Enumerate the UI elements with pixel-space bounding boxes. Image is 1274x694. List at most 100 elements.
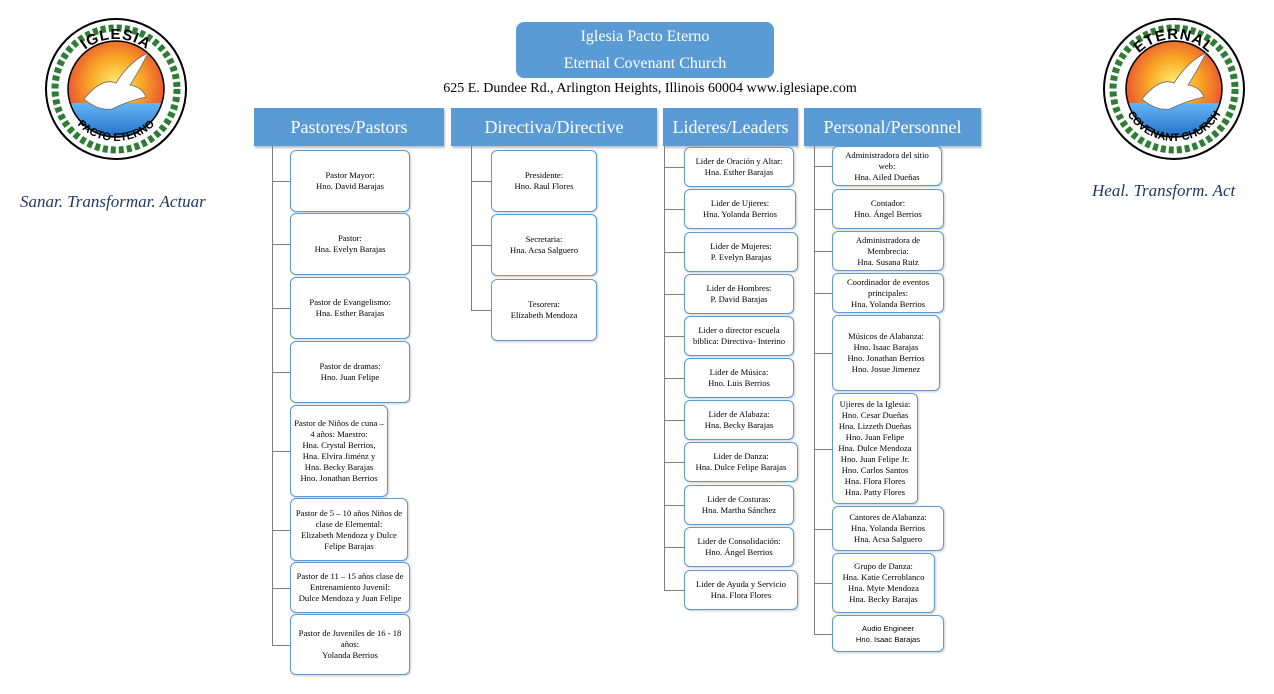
connector-stub [664,420,684,421]
connector-stub [664,167,684,168]
connector-stub [814,633,832,635]
connector-stub [272,529,290,531]
role-title: Lider de Ayuda y Servicio [696,579,786,589]
role-person: Hno. Jonathan Berrios [300,473,378,483]
eternal-covenant-logo: ETERNAL COVENANT CHURCH [1103,18,1245,160]
role-title: Lider de Música: [709,367,769,377]
role-title: Grupo de Danza: [854,561,913,571]
role-title: Coordinador de eventos [846,276,930,287]
dove-icon [83,52,149,110]
role-person: Hno. Luis Berrios [708,378,770,388]
header-directive: Directiva/Directive [451,108,657,146]
role-person: Hno. Carlos Santos [841,465,909,475]
role-person: Hna. Elvira Jiménz y [302,451,376,461]
connector-stub [664,378,684,379]
role-person: Hno. Ángel Berrios [854,209,922,219]
role-person: Dulce Mendoza y Juan Felipe [298,593,402,603]
role-title: Lider de Oración y Altar: [695,156,783,166]
role-title: Pastor de Juveniles de 16 - 18 [298,628,402,638]
connector-rail [664,146,665,590]
church-title-es: Iglesia Pacto Eterno [580,28,710,45]
role-title: Lider o director escuela [698,325,780,335]
role-person: P. Evelyn Barajas [710,252,772,262]
role-box: Pastor de Evangelismo:Hna. Esther Baraja… [290,277,410,339]
connector-stub [272,308,290,309]
role-person: Hno. Ángel Berrios [705,547,773,557]
role-title: Administradora del sitio web: [845,149,929,171]
church-title-box: Iglesia Pacto Eterno Eternal Covenant Ch… [516,22,774,78]
connector-stub [664,336,684,337]
connector-stub [272,587,290,589]
connector-stub [814,353,832,354]
role-person: Hna. Esther Barajas [704,167,774,177]
role-box: Lider de Alabaza:Hna. Becky Barajas [684,400,794,440]
role-person: Hno. Juan Felipe [845,432,905,442]
role-box: Administradora del sitio web:Hna. Ailed … [832,146,942,186]
connector-stub [272,181,290,182]
role-person: biblica: Directiva- Interino [692,336,786,346]
role-title: Pastor de Evangelismo: [309,297,391,307]
header-pastors: Pastores/Pastors [254,108,444,146]
role-person: Hna. Flora Flores [844,476,906,486]
role-title: Cantores de Alabanza: [849,512,927,522]
role-title: Pastor de 11 – 15 años clase de [296,571,404,581]
role-person: P. David Barajas [710,294,768,304]
connector-stub [814,448,832,450]
role-box: Secretaria:Hna. Acsa Salguero [491,214,597,276]
iglesia-logo: IGLESIA PACTO ETERNO [45,18,187,160]
role-person: Hno. David Barajas [315,181,385,191]
role-box: Lider de Hombres:P. David Barajas [684,274,794,314]
role-box: Presidente:Hno. Raul Flores [491,150,597,212]
role-person: Membrecia: [867,245,909,256]
role-title: Pastor de dramas: [319,361,381,371]
connector-stub [272,644,290,646]
role-title: Lider de Hombres: [706,283,772,293]
role-person: Hna. Myte Mendoza [848,583,919,593]
connector-stub [814,528,832,530]
role-box: Lider de Ujieres:Hna. Yolanda Berrios [684,189,796,229]
connector-stub [664,294,684,295]
role-person: principales: [867,287,909,298]
role-person: Hna. Flora Flores [710,590,772,600]
role-title: Pastor: [338,233,362,243]
role-person: Hno. Cesar Dueñas [841,410,909,420]
role-title: Audio Engineer [862,623,914,633]
role-person: Hna. Yolanda Berrios [851,523,925,533]
role-box: Lider de Mujeres:P. Evelyn Barajas [684,232,798,272]
header-leaders: Lideres/Leaders [663,108,798,146]
role-box: Lider de Música:Hno. Luis Berrios [684,358,794,398]
church-title-en: Eternal Covenant Church [563,55,727,72]
role-person: Hna. Martha Sánchez [701,505,777,515]
role-person: Hna. Dulce Felipe Barajas [695,462,787,472]
role-person: Hna. Becky Barajas [704,420,774,430]
role-person: Hna. Acsa Salguero [853,534,922,544]
role-box: Lider de Oración y Altar:Hna. Esther Bar… [684,147,794,187]
connector-stub [814,251,832,252]
role-title: Pastor de 5 – 10 años Niños de [295,507,403,518]
role-person: Hno. Josue Jimenez [851,364,921,374]
role-person: Elizabeth Mendoza y Dulce [301,529,397,540]
role-person: Yolanda Berrios [322,650,378,660]
role-title: Lider de Danza: [713,451,769,461]
role-title: Lider de Consolidación: [697,536,781,546]
connector-stub [664,462,684,463]
role-person: Elizabeth Mendoza [510,310,578,320]
connector-stub [814,293,832,294]
connector-stub [272,451,290,452]
connector-stub [664,505,684,506]
role-person: Hna. Dulce Mendoza [838,443,912,453]
connector-stub [664,590,684,591]
role-title: Lider de Mujeres: [710,241,772,251]
connector-stub [814,209,832,210]
connector-rail [471,146,472,310]
connector-stub [272,244,290,245]
role-person: 4 años: Maestro: [310,429,368,439]
connector-rail [272,146,273,645]
role-box: Pastor Mayor:Hno. David Barajas [290,150,410,212]
